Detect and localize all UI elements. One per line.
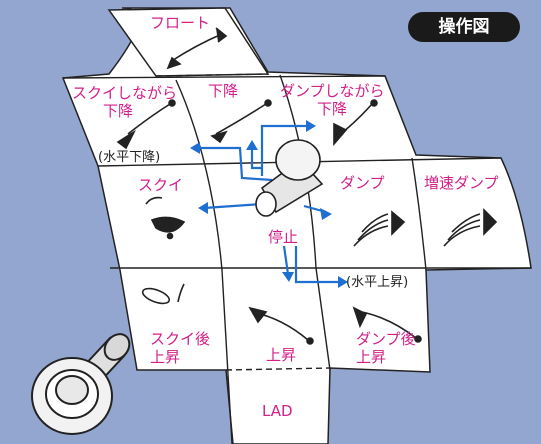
center-joystick (255, 139, 324, 217)
horizontal-lower-note: (水平下降) (98, 150, 161, 165)
dump-raise-label: ダンプ後 上昇 (356, 330, 426, 366)
curl-lower-label-line1: スクイしながら (72, 84, 178, 102)
curl-lower-icon (116, 99, 176, 150)
lower-label: 下降 (208, 82, 239, 100)
float-label: フロート (150, 14, 211, 32)
curl-raise-label: スクイ後 上昇 (150, 330, 220, 366)
fast-dump-icon (443, 208, 498, 247)
operation-diagram-title: 操作図 (408, 12, 520, 42)
horizontal-raise-note: (水平上昇) (346, 275, 409, 290)
control-grid-panel (61, 7, 532, 444)
float-icon (166, 27, 228, 70)
curl-raise-icon (141, 283, 185, 305)
dump-raise-label-line2: 上昇 (356, 348, 387, 366)
curl-raise-label-line2: 上昇 (150, 348, 181, 366)
dump-raise-icon (352, 306, 422, 343)
curl-icon (145, 196, 186, 240)
fast-dump-label: 増速ダンプ (424, 174, 499, 192)
lad-label: LAD (262, 402, 293, 420)
dump-lower-icon (333, 99, 378, 147)
curl-lower-label: スクイしながら 下降 (72, 84, 178, 120)
curl-label: スクイ (138, 176, 184, 194)
dump-label: ダンプ (340, 174, 385, 192)
raise-icon (248, 306, 314, 345)
curl-lower-label-line2: 下降 (102, 102, 133, 120)
dump-raise-label-line1: ダンプ後 (356, 330, 416, 348)
dump-lower-label: ダンプしながら 下降 (280, 82, 385, 118)
curl-raise-label-line1: スクイ後 (150, 330, 211, 348)
dump-lower-label-line1: ダンプしながら (280, 82, 385, 100)
raise-label: 上昇 (266, 346, 297, 364)
joystick-lever-icon (31, 333, 131, 435)
dump-lower-label-line2: 下降 (316, 100, 347, 118)
dump-icon (353, 210, 406, 247)
arrow-heads (190, 120, 348, 288)
stop-label: 停止 (268, 228, 299, 246)
lower-icon (210, 99, 272, 144)
